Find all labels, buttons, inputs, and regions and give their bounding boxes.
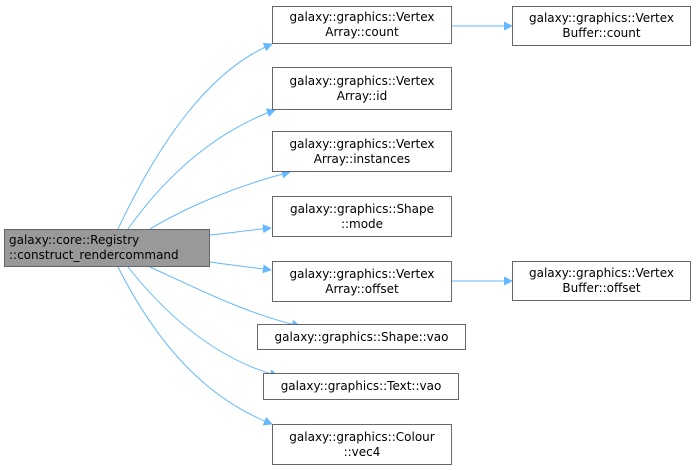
node-registry-construct-rendercommand[interactable]: galaxy::core::Registry ::construct_rende… — [4, 229, 210, 267]
edge-root-to-colour-vec4 — [117, 266, 273, 426]
node-line-2: Array::offset — [325, 281, 399, 296]
node-line-2: ::mode — [340, 216, 384, 231]
node-vertex-array-id[interactable]: galaxy::graphics::Vertex Array::id — [272, 67, 452, 110]
node-vertex-array-count[interactable]: galaxy::graphics::Vertex Array::count — [272, 6, 452, 44]
node-line-1: galaxy::graphics::Vertex — [289, 73, 435, 88]
node-shape-vao[interactable]: galaxy::graphics::Shape::vao — [257, 324, 466, 350]
node-line-1: galaxy::graphics::Text::vao — [280, 379, 442, 393]
node-line-1: galaxy::graphics::Shape::vao — [274, 329, 449, 344]
node-line-2: Array::id — [336, 88, 388, 103]
node-line-2: Array::count — [325, 25, 399, 39]
node-line-2: ::vec4 — [343, 444, 381, 459]
node-colour-vec4[interactable]: galaxy::graphics::Colour ::vec4 — [272, 424, 452, 465]
node-line-2: Array::instances — [313, 151, 411, 166]
node-line-1: galaxy::graphics::Shape — [289, 201, 435, 216]
node-vertex-array-offset[interactable]: galaxy::graphics::Vertex Array::offset — [272, 261, 452, 302]
node-line-1: galaxy::core::Registry — [9, 233, 140, 247]
node-line-1: galaxy::graphics::Vertex — [289, 136, 435, 151]
node-line-1: galaxy::graphics::Vertex — [289, 266, 435, 281]
node-line-2: Buffer::offset — [562, 281, 641, 295]
edge-root-to-va-count — [117, 42, 273, 230]
edge-root-to-shape-vao — [149, 266, 301, 329]
node-vertex-buffer-offset[interactable]: galaxy::graphics::Vertex Buffer::offset — [512, 261, 691, 301]
node-line-2: Buffer::count — [562, 26, 641, 40]
edge-root-to-va-offset — [209, 261, 272, 274]
node-line-1: galaxy::graphics::Vertex — [528, 266, 675, 280]
edge-root-to-shape-mode — [209, 224, 272, 236]
node-text-vao[interactable]: galaxy::graphics::Text::vao — [263, 373, 459, 400]
node-vertex-array-instances[interactable]: galaxy::graphics::Vertex Array::instance… — [272, 131, 452, 172]
edge-root-to-text-vao — [127, 266, 279, 379]
node-line-1: galaxy::graphics::Vertex — [289, 10, 435, 24]
node-line-1: galaxy::graphics::Colour — [289, 429, 435, 444]
node-shape-mode[interactable]: galaxy::graphics::Shape ::mode — [272, 196, 452, 237]
edge-root-to-va-id — [127, 108, 276, 230]
node-vertex-buffer-count[interactable]: galaxy::graphics::Vertex Buffer::count — [512, 6, 691, 46]
node-line-2: ::construct_rendercommand — [9, 248, 179, 262]
edge-root-to-va-instances — [149, 169, 291, 230]
node-line-1: galaxy::graphics::Vertex — [528, 11, 675, 25]
